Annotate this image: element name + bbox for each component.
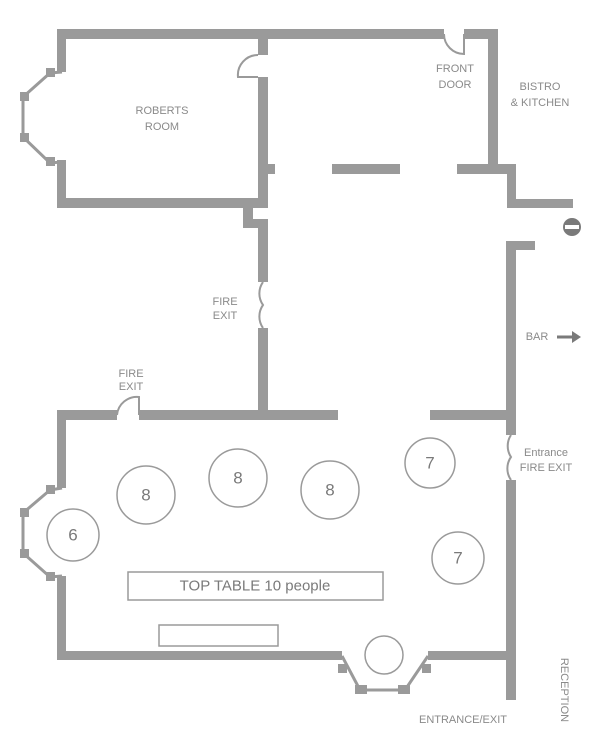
roberts-room-label: ROBERTS bbox=[136, 105, 189, 117]
bistro-label: BISTRO bbox=[520, 81, 561, 93]
round-feature-table[interactable] bbox=[364, 635, 404, 675]
walls bbox=[20, 29, 573, 700]
table-seats: 8 bbox=[325, 481, 334, 500]
table-seats: 8 bbox=[233, 469, 242, 488]
roberts-room-label: ROOM bbox=[145, 121, 179, 133]
table[interactable]: 8 bbox=[208, 448, 268, 508]
table-seats: 6 bbox=[68, 526, 77, 545]
no-entry-icon bbox=[563, 218, 581, 236]
front-door-label: DOOR bbox=[439, 79, 472, 91]
top-table[interactable]: TOP TABLE 10 people bbox=[127, 571, 384, 601]
table[interactable]: 6 bbox=[46, 508, 100, 562]
fire-exit-label: EXIT bbox=[213, 310, 238, 322]
front-door bbox=[443, 33, 465, 56]
side-table[interactable] bbox=[158, 624, 279, 647]
fire-exit-label: FIRE bbox=[212, 296, 237, 308]
entrance-exit-label: ENTRANCE/EXIT bbox=[419, 714, 507, 726]
fire-exit-top-door bbox=[116, 395, 140, 416]
top-table-label: TOP TABLE 10 people bbox=[180, 578, 331, 595]
bar-label: BAR bbox=[526, 331, 549, 343]
table[interactable]: 8 bbox=[116, 465, 176, 525]
table-seats: 8 bbox=[141, 486, 150, 505]
fire-exit-top-label: EXIT bbox=[119, 381, 144, 393]
fire-exit-door bbox=[258, 281, 265, 329]
doors bbox=[116, 33, 513, 481]
table[interactable]: 8 bbox=[300, 460, 360, 520]
table-seats: 7 bbox=[425, 454, 434, 473]
bistro-label: & KITCHEN bbox=[511, 97, 570, 109]
reception-label: RECEPTION bbox=[558, 658, 570, 722]
tables: 8 8 8 7 6 7 TOP TABLE 10 people bbox=[46, 437, 485, 675]
entrance-fire-exit-door bbox=[506, 434, 513, 481]
fire-exit-top-label: FIRE bbox=[118, 368, 143, 380]
table[interactable]: 7 bbox=[404, 437, 456, 489]
roberts-door bbox=[236, 53, 259, 78]
front-door-label: FRONT bbox=[436, 63, 474, 75]
entrance-fire-exit-label: FIRE EXIT bbox=[520, 462, 573, 474]
table[interactable]: 7 bbox=[431, 531, 485, 585]
entrance-label: Entrance bbox=[524, 447, 568, 459]
table-seats: 7 bbox=[453, 549, 462, 568]
arrow-right-icon bbox=[557, 331, 581, 343]
labels: ROBERTS ROOM FRONT DOOR BISTRO & KITCHEN… bbox=[118, 63, 572, 726]
